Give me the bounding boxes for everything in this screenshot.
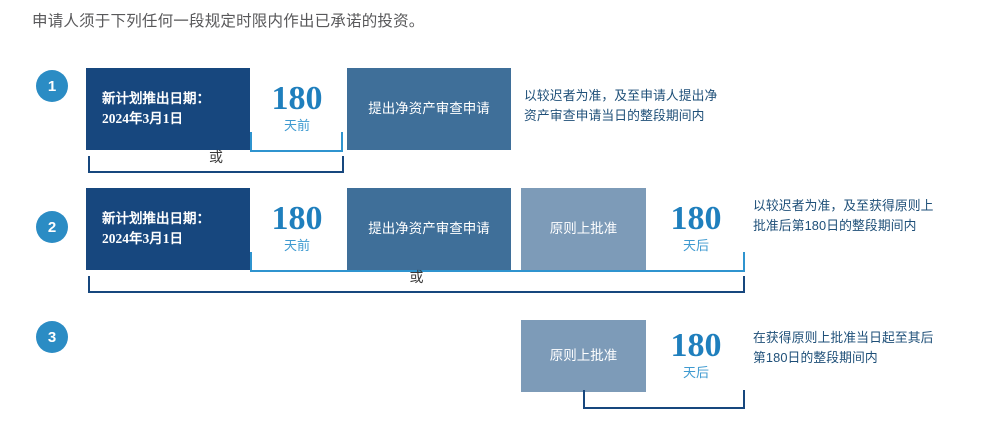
row-2-days-after-value: 180 [670,200,722,237]
row-3-days-after-value: 180 [670,327,722,364]
row-3-days-after-unit: 天后 [682,365,709,380]
row-2-days-before: 180 天前 [249,202,345,255]
row-2-date-line2: 2024年3月1日 [102,231,183,246]
step-number-1: 1 [36,70,68,102]
row-3-note: 在获得原则上批准当日起至其后 第180日的整段期间内 [753,328,1003,368]
row-1-days-value: 180 [271,80,323,117]
row-2-note: 以较迟者为准，及至获得原则上 批准后第180日的整段期间内 [753,196,1003,236]
row-3-bracket-days [583,390,745,409]
row-1-event-box: 提出净资产审查申请 [347,68,511,150]
step-number-2: 2 [36,211,68,243]
row-2-note-line1: 以较迟者为准，及至获得原则上 [753,198,934,213]
row-1-days-unit: 天前 [283,118,310,133]
row-2-days-after-unit: 天后 [682,238,709,253]
row-2-approval-box: 原则上批准 [521,188,646,270]
row-1-note-line1: 以较迟者为准，及至申请人提出净 [524,88,718,103]
row-2-days-value: 180 [271,200,323,237]
row-3-note-line1: 在获得原则上批准当日起至其后 [753,330,934,345]
row-1-bracket-or-label: 或 [209,151,223,166]
row-2-date-line1: 新计划推出日期： [102,211,210,226]
row-2-event-box: 提出净资产审查申请 [347,188,511,270]
row-1-date-line1: 新计划推出日期： [102,91,210,106]
row-2-days-unit: 天前 [283,238,310,253]
row-1-bracket-or [88,156,344,173]
row-1-bracket-days [250,132,343,152]
row-3-days-after: 180 天后 [648,329,744,382]
row-2-days-after: 180 天后 [648,202,744,255]
row-1-note: 以较迟者为准，及至申请人提出净 资产审查申请当日的整段期间内 [524,86,774,126]
row-1-days-before: 180 天前 [249,82,345,135]
row-3-note-line2: 第180日的整段期间内 [753,350,878,365]
row-1-note-line2: 资产审查申请当日的整段期间内 [524,108,705,123]
intro-text: 申请人须于下列任何一段规定时限内作出已承诺的投资。 [32,13,425,30]
row-2-date-box: 新计划推出日期： 2024年3月1日 [86,188,250,270]
row-2-bracket-or [88,276,745,293]
row-3-approval-box: 原则上批准 [521,320,646,392]
row-2-bracket-or-label: 或 [409,271,424,286]
row-1-date-box: 新计划推出日期： 2024年3月1日 [86,68,250,150]
row-2-bracket-days [250,252,745,272]
row-2-note-line2: 批准后第180日的整段期间内 [753,218,917,233]
row-1-date-line2: 2024年3月1日 [102,111,183,126]
step-number-3: 3 [36,321,68,353]
